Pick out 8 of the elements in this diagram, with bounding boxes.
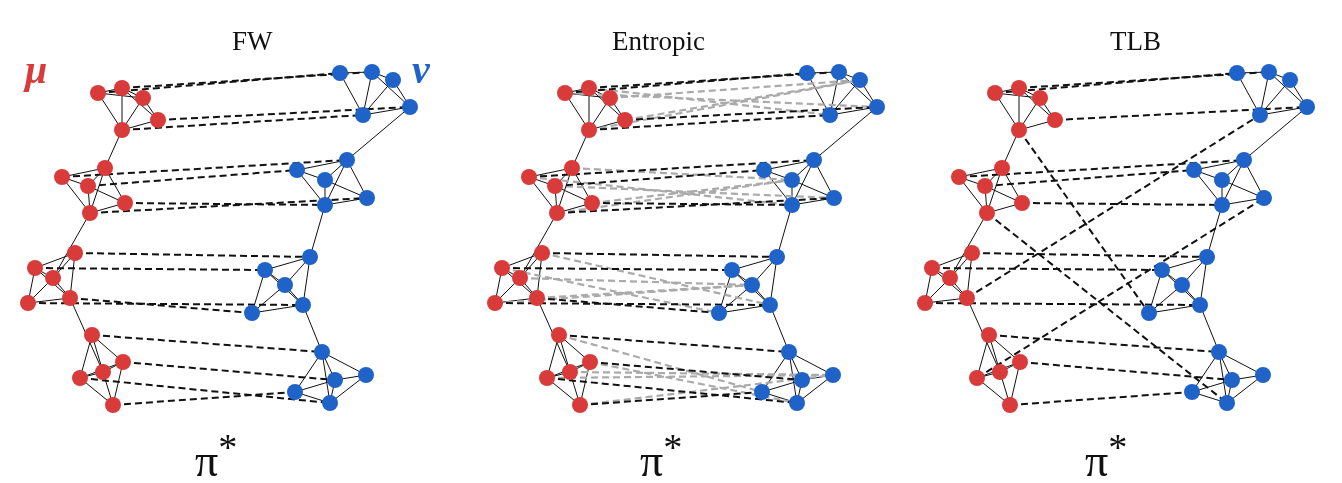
measure-symbol: ν [412, 50, 430, 90]
measure-symbol: μ [25, 50, 48, 90]
panel-title: TLB [1110, 28, 1161, 55]
panel-title: FW [232, 28, 273, 55]
panel-title: Entropic [612, 28, 705, 55]
plan-symbol: π$^{*}$ [1085, 428, 1128, 483]
plan-symbol: π$^{*}$ [195, 428, 238, 483]
plan-symbol: π$^{*}$ [640, 428, 683, 483]
